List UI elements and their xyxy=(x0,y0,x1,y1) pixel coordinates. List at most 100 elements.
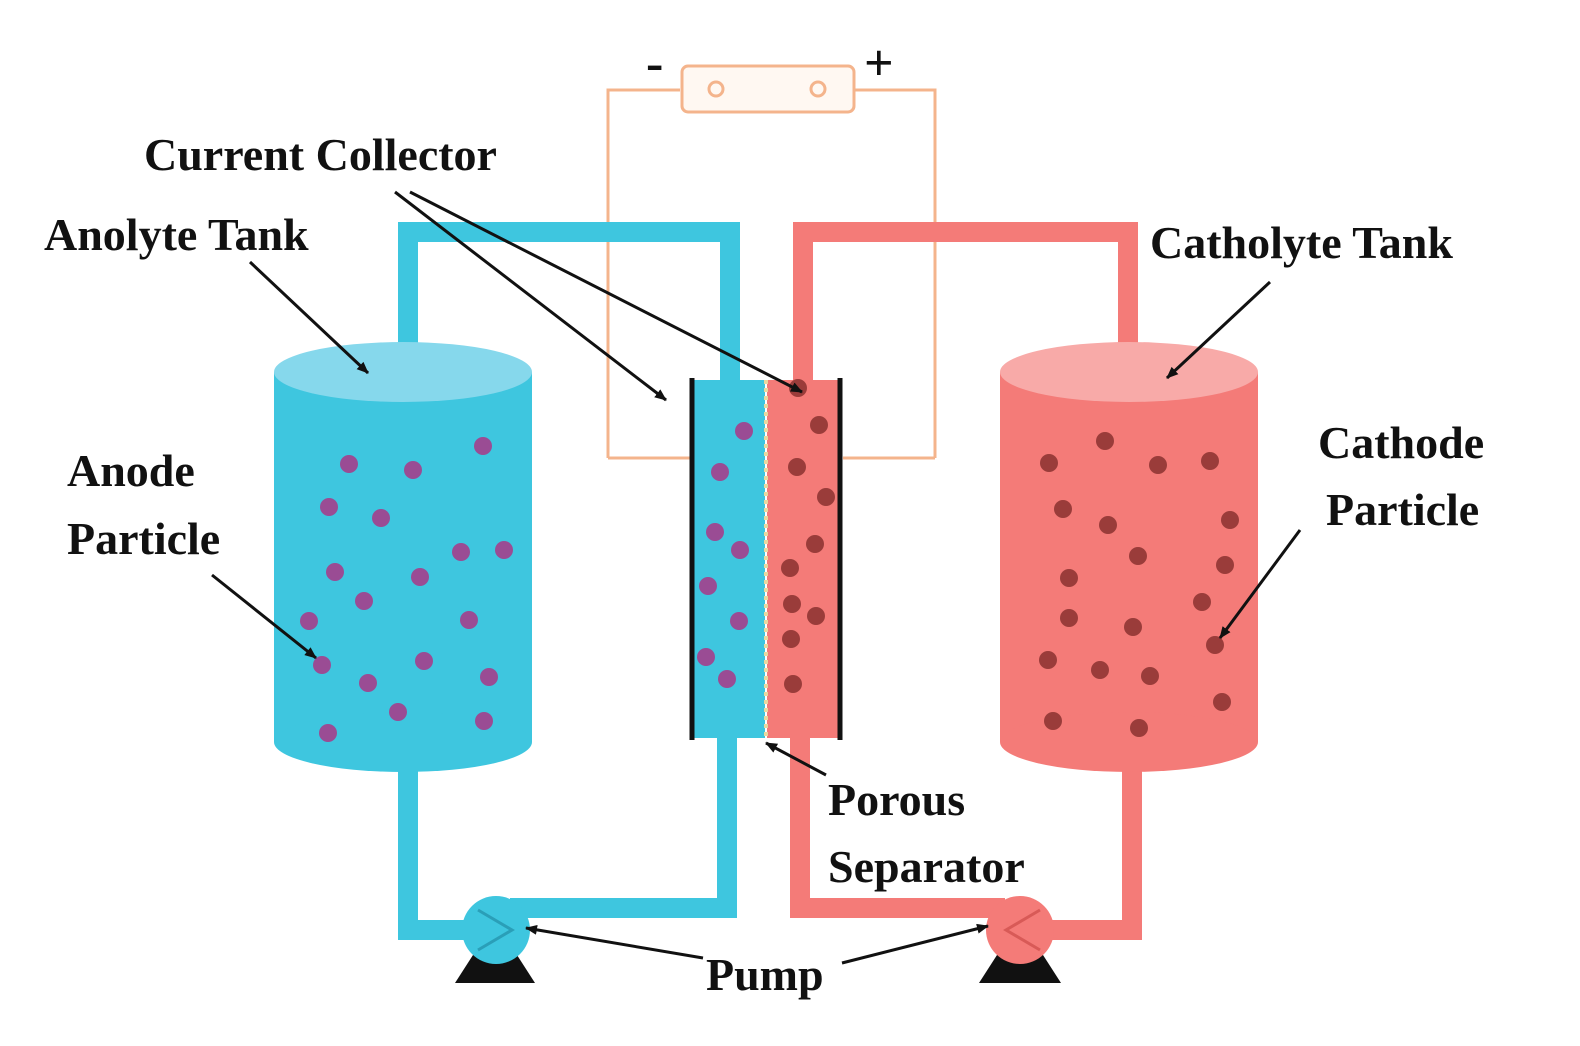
cathode-half-cell xyxy=(767,380,840,738)
cathode-particle xyxy=(810,416,828,434)
cathode-particle xyxy=(807,607,825,625)
circuit-wire-right xyxy=(855,88,937,458)
label-porous-separator-line2: Separator xyxy=(828,841,1025,892)
diagram-labels: Current Collector Anolyte Tank Catholyte… xyxy=(44,129,1484,1000)
label-cathode-particle-line2: Particle xyxy=(1326,484,1479,535)
anode-particle xyxy=(495,541,513,559)
cathode-particle xyxy=(1213,693,1231,711)
cathode-particle xyxy=(806,535,824,553)
label-cathode-particle-line1: Cathode xyxy=(1318,417,1484,468)
porous-separator-arrow xyxy=(765,741,827,777)
anode-particle xyxy=(326,563,344,581)
catholyte-tank-body xyxy=(1000,372,1258,742)
pump-base xyxy=(455,955,535,983)
anode-particle xyxy=(415,652,433,670)
battery-positive-sign: + xyxy=(864,35,894,92)
anode-particle xyxy=(735,422,753,440)
label-anode-particle-line2: Particle xyxy=(67,513,220,564)
circuit-wire-left xyxy=(606,88,680,458)
anolyte-pump xyxy=(455,896,535,983)
cathode-particle xyxy=(1060,609,1078,627)
cell-cathode-particles xyxy=(781,379,835,693)
anolyte-tank-bottom xyxy=(274,712,532,772)
battery-terminal-left xyxy=(707,80,725,98)
cathode-particle xyxy=(1060,569,1078,587)
anolyte-cell-feed-pipe xyxy=(510,705,737,918)
pump-body xyxy=(986,896,1054,964)
pump-body xyxy=(462,896,530,964)
label-porous-separator-line1: Porous xyxy=(828,774,965,825)
anode-particle xyxy=(475,712,493,730)
cathode-particle xyxy=(817,488,835,506)
anolyte-tank-arrow xyxy=(248,260,370,375)
label-current-collector: Current Collector xyxy=(144,129,497,180)
catholyte-pump xyxy=(979,896,1061,983)
anode-particle xyxy=(340,455,358,473)
anode-particle xyxy=(474,437,492,455)
annotation-arrows xyxy=(211,190,1302,965)
cathode-particle xyxy=(1039,651,1057,669)
cathode-particle xyxy=(1206,636,1224,654)
catholyte-cell-feed-pipe xyxy=(790,705,1005,918)
cathode-particle xyxy=(1216,556,1234,574)
cathode-particle-arrow xyxy=(1218,529,1302,639)
cathode-particle xyxy=(1091,661,1109,679)
cathode-particle xyxy=(1130,719,1148,737)
anolyte-tank-body xyxy=(274,372,532,742)
anode-particle xyxy=(706,523,724,541)
current-collector-arrow-right xyxy=(409,190,803,394)
catholyte-tank-bottom xyxy=(1000,712,1258,772)
cathode-particle xyxy=(1193,593,1211,611)
anode-particle xyxy=(320,498,338,516)
anode-particle xyxy=(411,568,429,586)
cathode-particle xyxy=(788,458,806,476)
cathode-particle xyxy=(1201,452,1219,470)
cathode-particle xyxy=(784,675,802,693)
cathode-particle xyxy=(1040,454,1058,472)
cathode-particle xyxy=(1099,516,1117,534)
catholyte-tank-top xyxy=(1000,342,1258,402)
cathode-particle xyxy=(1054,500,1072,518)
pump-direction-arrow xyxy=(1003,908,1041,952)
cathode-particle xyxy=(1124,618,1142,636)
cathode-particle xyxy=(782,630,800,648)
battery-symbol xyxy=(680,64,856,114)
label-catholyte-tank: Catholyte Tank xyxy=(1150,217,1453,268)
cathode-particle xyxy=(1141,667,1159,685)
cathode-particle xyxy=(1129,547,1147,565)
anode-particle xyxy=(359,674,377,692)
catholyte-pipes xyxy=(790,222,1142,940)
anode-particle xyxy=(731,541,749,559)
catholyte-return-pipe xyxy=(793,222,1138,380)
cathode-particle xyxy=(1096,432,1114,450)
cathode-particle xyxy=(783,595,801,613)
anode-particles xyxy=(300,437,513,742)
label-anode-particle-line1: Anode xyxy=(67,445,195,496)
electrochemical-cell xyxy=(689,378,843,740)
anolyte-tank xyxy=(274,342,532,772)
anode-particle xyxy=(730,612,748,630)
catholyte-tank-arrow xyxy=(1165,280,1272,380)
anode-particle xyxy=(480,668,498,686)
anode-particle xyxy=(319,724,337,742)
anode-particle xyxy=(699,577,717,595)
catholyte-feed-pipe xyxy=(1045,762,1142,940)
anode-particle xyxy=(697,648,715,666)
anode-particle xyxy=(404,461,422,479)
label-anolyte-tank: Anolyte Tank xyxy=(44,209,309,260)
cell-anode-particles xyxy=(697,422,753,688)
pump-arrow-left xyxy=(525,924,704,960)
battery-negative-sign: - xyxy=(646,35,663,92)
cathode-particle xyxy=(1149,456,1167,474)
catholyte-tank xyxy=(1000,342,1258,772)
anode-particle-arrow xyxy=(211,573,317,660)
anolyte-return-pipe xyxy=(398,222,740,380)
anode-particle xyxy=(711,463,729,481)
anode-particle xyxy=(460,611,478,629)
anolyte-tank-top xyxy=(274,342,532,402)
pump-direction-arrow xyxy=(477,908,515,952)
cathode-particle xyxy=(781,559,799,577)
cathode-particles xyxy=(1039,432,1239,737)
cathode-particle xyxy=(1044,712,1062,730)
